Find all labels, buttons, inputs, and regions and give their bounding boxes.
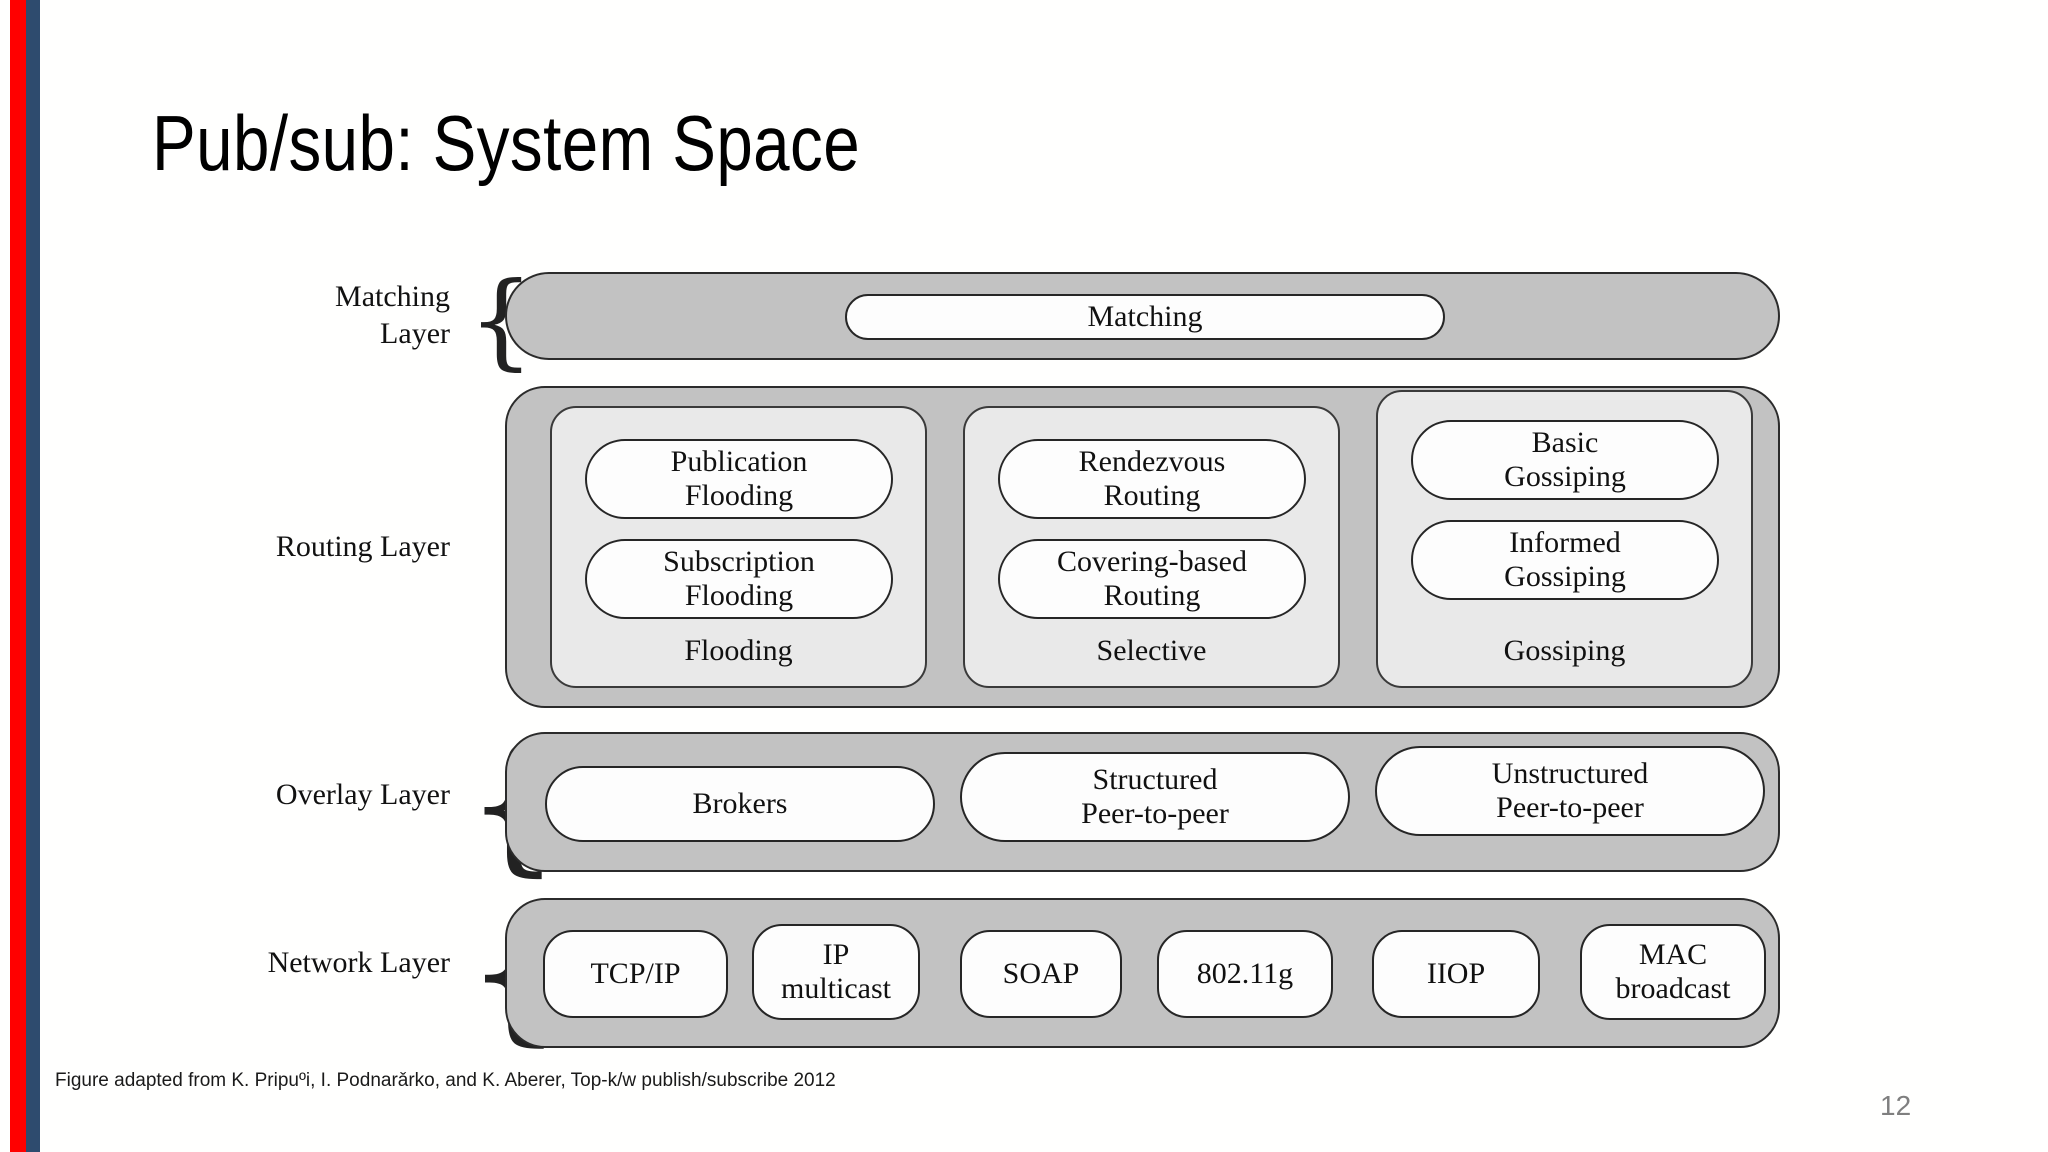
left-accent-bar-red (10, 0, 26, 1152)
page-number: 12 (1880, 1090, 1912, 1121)
routing-group-selective: Rendezvous Routing Covering-based Routin… (963, 406, 1340, 688)
node-iiop[interactable]: IIOP (1372, 930, 1540, 1018)
node-covering-based-routing[interactable]: Covering-based Routing (998, 539, 1306, 619)
layer-label-matching: Matching Layer (335, 280, 450, 351)
routing-group-gossiping: Basic Gossiping Informed Gossiping Gossi… (1376, 390, 1753, 688)
node-rendezvous-routing[interactable]: Rendezvous Routing (998, 439, 1306, 519)
node-structured-p2p[interactable]: Structured Peer-to-peer (960, 752, 1350, 842)
routing-group-flooding: Publication Flooding Subscription Floodi… (550, 406, 927, 688)
node-unstructured-p2p[interactable]: Unstructured Peer-to-peer (1375, 746, 1765, 836)
node-subscription-flooding[interactable]: Subscription Flooding (585, 539, 893, 619)
node-ip-multicast[interactable]: IP multicast (752, 924, 920, 1020)
node-802-11g[interactable]: 802.11g (1157, 930, 1333, 1018)
node-soap[interactable]: SOAP (960, 930, 1122, 1018)
left-accent-bar-blue (26, 0, 40, 1152)
routing-group-caption-flooding: Flooding (684, 634, 793, 667)
node-publication-flooding[interactable]: Publication Flooding (585, 439, 893, 519)
layer-label-overlay: Overlay Layer (275, 778, 450, 811)
node-brokers[interactable]: Brokers (545, 766, 935, 842)
node-matching[interactable]: Matching (845, 294, 1445, 340)
node-informed-gossiping[interactable]: Informed Gossiping (1411, 520, 1719, 600)
layer-label-routing: Routing Layer (275, 530, 450, 563)
layer-label-network: Network Layer (267, 946, 450, 979)
page-title: Pub/sub: System Space (152, 99, 861, 187)
routing-group-caption-gossiping: Gossiping (1503, 634, 1626, 667)
node-tcp-ip[interactable]: TCP/IP (543, 930, 728, 1018)
routing-group-caption-selective: Selective (1096, 634, 1207, 667)
node-mac-broadcast[interactable]: MAC broadcast (1580, 924, 1766, 1020)
node-basic-gossiping[interactable]: Basic Gossiping (1411, 420, 1719, 500)
figure-credit: Figure adapted from K. Pripuºi, I. Podna… (55, 1070, 836, 1091)
